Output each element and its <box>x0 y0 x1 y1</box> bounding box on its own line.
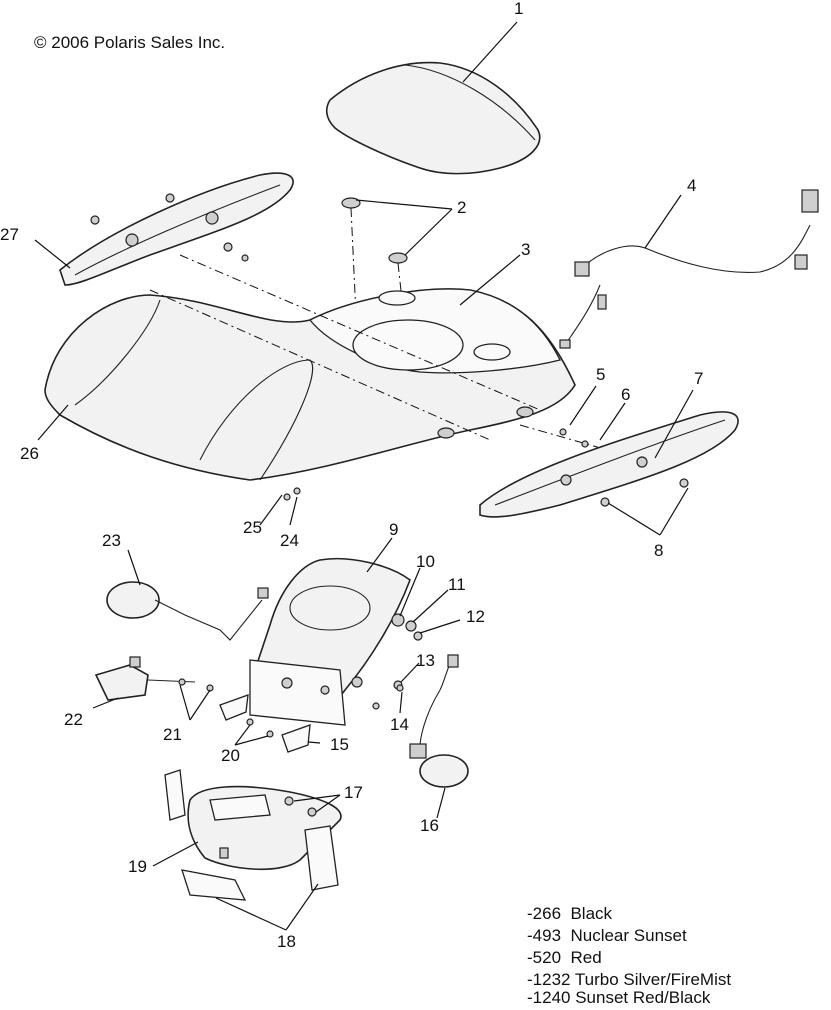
part-1-seat-pad <box>325 61 541 175</box>
callout-7: 7 <box>694 369 703 388</box>
copyright-notice: © 2006 Polaris Sales Inc. <box>34 33 225 52</box>
callout-25: 25 <box>243 518 262 537</box>
color-code-266: -266 Black <box>527 904 613 923</box>
callout-8: 8 <box>654 541 663 560</box>
part-23-left-signal <box>106 581 269 641</box>
callout-24: 24 <box>280 531 299 550</box>
callout-18: 18 <box>277 932 296 951</box>
color-code-list: -266 Black -493 Nuclear Sunset -520 Red … <box>527 904 731 1007</box>
callout-13: 13 <box>416 651 435 670</box>
color-code-493: -493 Nuclear Sunset <box>527 926 687 945</box>
callout-9: 9 <box>389 520 398 539</box>
part-3-rear-body <box>44 254 661 481</box>
callout-23: 23 <box>102 531 121 550</box>
callout-labels: 1 2 3 4 5 6 7 8 9 10 11 12 13 14 15 16 1… <box>0 0 703 951</box>
color-code-520: -520 Red <box>527 948 602 967</box>
callout-6: 6 <box>621 385 630 404</box>
callout-17: 17 <box>344 783 363 802</box>
callout-4: 4 <box>687 176 696 195</box>
part-2-plugs <box>341 197 408 316</box>
callout-1: 1 <box>514 0 523 18</box>
part-22-tail-light <box>94 656 214 701</box>
callout-26: 26 <box>20 444 39 463</box>
callout-10: 10 <box>416 552 435 571</box>
callout-22: 22 <box>64 710 83 729</box>
part-15-20-plates <box>219 694 311 753</box>
color-code-1240: -1240 Sunset Red/Black <box>527 988 711 1005</box>
callout-2: 2 <box>457 198 466 217</box>
callout-16: 16 <box>420 816 439 835</box>
callout-11: 11 <box>448 575 466 594</box>
part-4-wiring-harness <box>559 189 819 349</box>
callout-14: 14 <box>390 715 409 734</box>
part-27-left-side-panel <box>59 172 294 286</box>
callout-20: 20 <box>221 746 240 765</box>
callout-19: 19 <box>128 857 147 876</box>
callout-27: 27 <box>0 225 19 244</box>
callout-3: 3 <box>521 240 530 259</box>
part-16-right-signal <box>409 654 469 788</box>
callout-21: 21 <box>163 725 182 744</box>
part-19-mud-flap <box>164 769 342 901</box>
callout-15: 15 <box>330 735 349 754</box>
fastener-hardware <box>283 487 423 710</box>
part-7-right-side-panel <box>479 411 739 518</box>
part-9-bracket <box>249 557 411 726</box>
callout-5: 5 <box>596 365 605 384</box>
color-code-1232: -1232 Turbo Silver/FireMist <box>527 970 731 989</box>
callout-12: 12 <box>466 607 485 626</box>
leader-lines <box>34 21 694 931</box>
